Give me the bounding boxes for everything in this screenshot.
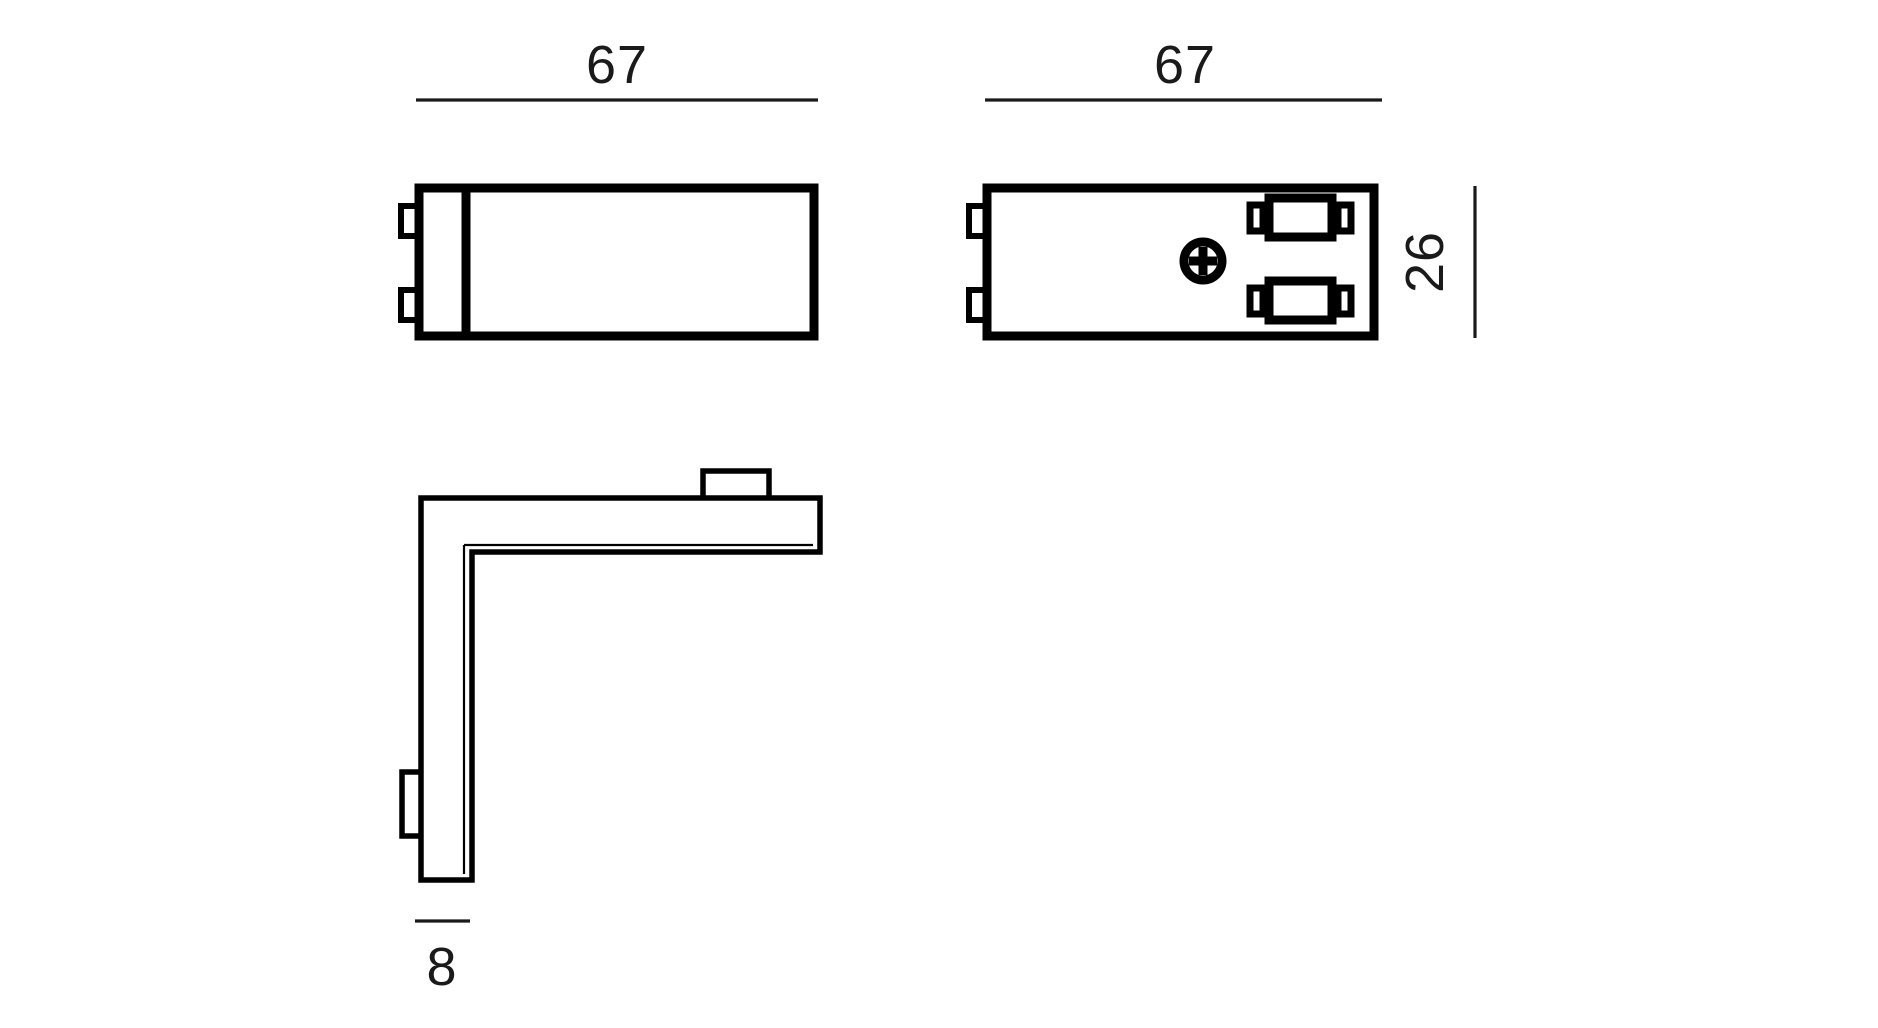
terminal-upper-pin-right: [1334, 201, 1355, 235]
dimension-thickness-bottom: 8: [415, 919, 470, 997]
dimension-label-width-right: 67: [1154, 35, 1216, 95]
dimension-width-top-right: 67: [985, 35, 1382, 102]
terminal-block-lower: [1246, 276, 1355, 325]
phillips-screw-icon: [1179, 237, 1227, 285]
side-view: [398, 183, 819, 341]
screw-cross-slot: [1189, 247, 1217, 275]
terminal-upper-body: [1264, 193, 1337, 242]
dimension-label-thickness: 8: [426, 937, 457, 997]
side-view-body: [414, 183, 819, 341]
screw-ring: [1179, 237, 1227, 285]
terminal-lower-body: [1264, 276, 1337, 325]
top-view: [966, 183, 1379, 341]
dimension-label-width-left: 67: [586, 35, 648, 95]
terminal-upper-pin-left: [1246, 201, 1267, 235]
dimension-width-top-left: 67: [416, 35, 818, 102]
profile-view-l-bracket: [418, 495, 823, 883]
dimension-label-height: 26: [1395, 231, 1455, 293]
profile-view-top-tab: [700, 468, 772, 502]
profile-view: [399, 468, 823, 883]
terminal-block-upper: [1246, 193, 1355, 242]
terminal-lower-pin-right: [1334, 284, 1355, 318]
terminal-lower-pin-left: [1246, 284, 1267, 318]
dimension-height-right: 26: [1395, 186, 1477, 338]
